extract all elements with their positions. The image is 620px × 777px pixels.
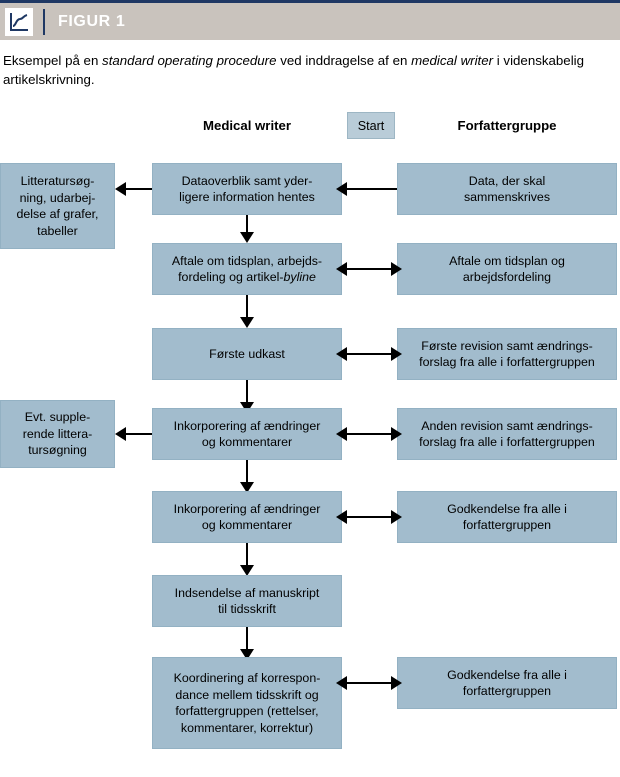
figure-header-bar: FIGUR 1 xyxy=(0,0,620,40)
node-center-3: Første udkast xyxy=(152,328,342,380)
arrowhead-right-r6 xyxy=(391,676,402,690)
connector-center5-to-center6 xyxy=(246,543,248,566)
connector-center4-to-left2 xyxy=(126,433,152,435)
node-right-4: Anden revision samt ændrings-forslag fra… xyxy=(397,408,617,460)
arrowhead-right-r4 xyxy=(391,427,402,441)
caption-part-1: Eksempel på en xyxy=(3,53,103,68)
arrowhead-down-6 xyxy=(240,649,254,660)
arrowhead-right-r5 xyxy=(391,510,402,524)
caption-emphasis-1: standard operating procedure xyxy=(102,53,277,68)
figure-caption: Eksempel på en standard operating proced… xyxy=(3,52,617,90)
arrowhead-left-r6 xyxy=(336,676,347,690)
connector-center1-to-left1 xyxy=(126,188,152,190)
connector-center4-to-center5 xyxy=(246,460,248,483)
node-center-2: Aftale om tidsplan, arbejds-fordeling og… xyxy=(152,243,342,295)
node-left-1: Litteratursøg-ning, udarbej-delse af gra… xyxy=(0,163,115,249)
caption-part-2: ved inddragelse af en xyxy=(276,53,412,68)
connector-center6-to-center7 xyxy=(246,627,248,650)
arrowhead-down-3 xyxy=(240,402,254,413)
connector-right1-to-center1 xyxy=(347,188,397,190)
node-center-7: Koordinering af korrespon-dance mellem t… xyxy=(152,657,342,749)
caption-part-3: i videnskabelig artikelskrivning. xyxy=(3,53,584,87)
connector-center1-to-center2 xyxy=(246,215,248,233)
node-right-3: Første revision samt ændrings-forslag fr… xyxy=(397,328,617,380)
arrowhead-down-1 xyxy=(240,232,254,243)
arrowhead-left-r3 xyxy=(336,347,347,361)
connector-center4-right4 xyxy=(347,433,391,435)
arrowhead-left-r4 xyxy=(336,427,347,441)
caption-emphasis-2: medical writer xyxy=(411,53,494,68)
arrowhead-left-l2 xyxy=(115,427,126,441)
arrowhead-down-5 xyxy=(240,565,254,576)
node-center-1: Dataoverblik samt yder-ligere informatio… xyxy=(152,163,342,215)
connector-center3-to-center4 xyxy=(246,380,248,403)
column-header-medical-writer: Medical writer xyxy=(203,118,291,133)
connector-center2-right2 xyxy=(347,268,391,270)
connector-center5-right5 xyxy=(347,516,391,518)
page-title: FIGUR 1 xyxy=(58,12,126,30)
arrowhead-right-r3 xyxy=(391,347,402,361)
connector-center3-right3 xyxy=(347,353,391,355)
node-left-2: Evt. supple-rende littera-tursøgning xyxy=(0,400,115,468)
header-divider xyxy=(43,8,45,35)
arrowhead-left-l1 xyxy=(115,182,126,196)
arrowhead-down-4 xyxy=(240,482,254,493)
arrowhead-right-r2 xyxy=(391,262,402,276)
connector-center7-right6 xyxy=(347,682,391,684)
arrowhead-left-r1 xyxy=(336,182,347,196)
column-header-forfattergruppe: Forfattergruppe xyxy=(457,118,557,133)
node-center-2-emphasis: byline xyxy=(283,270,316,284)
arrowhead-left-r5 xyxy=(336,510,347,524)
node-center-2-text: Aftale om tidsplan, arbejds-fordeling og… xyxy=(171,253,323,285)
arrowhead-left-r2 xyxy=(336,262,347,276)
connector-center2-to-center3 xyxy=(246,295,248,318)
arrowhead-down-2 xyxy=(240,317,254,328)
start-node: Start xyxy=(347,112,395,139)
line-chart-icon xyxy=(5,7,33,36)
